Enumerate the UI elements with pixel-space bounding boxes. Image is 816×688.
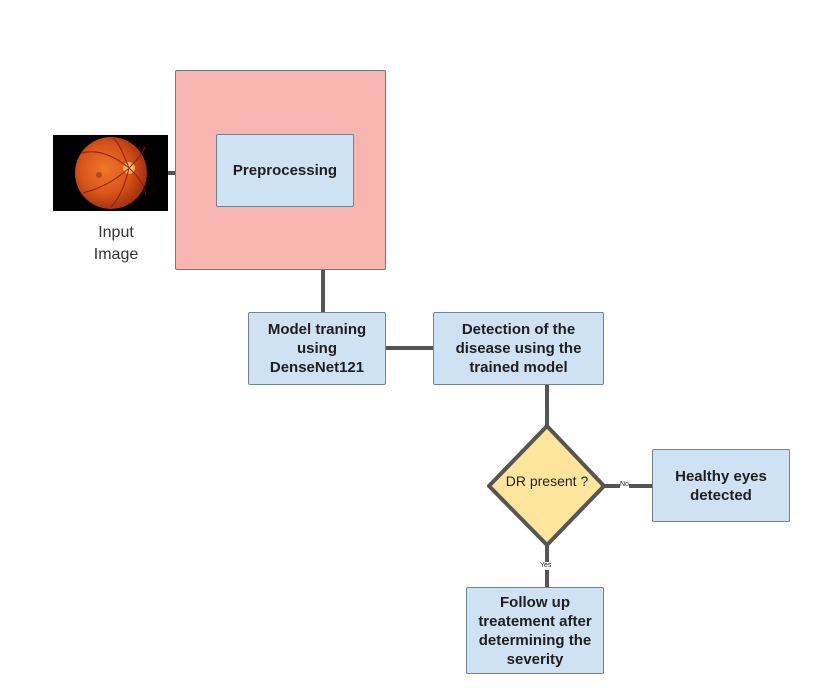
preprocessing-node: Preprocessing: [216, 134, 354, 207]
model-training-node: Model traning using DenseNet121: [248, 312, 386, 385]
decision-label: DR present ?: [505, 473, 589, 489]
decision-diamond: [487, 424, 606, 547]
input-image-caption: Input Image: [93, 224, 139, 263]
edge-label-yes: Yes: [540, 562, 552, 570]
retina-fundus-icon: [75, 137, 147, 209]
healthy-eyes-node: Healthy eyes detected: [652, 449, 790, 522]
follow-up-node: Follow up treatement after determining t…: [466, 587, 604, 674]
detection-node: Detection of the disease using the train…: [433, 312, 604, 385]
retina-image: [53, 135, 168, 211]
edge-label-no: No: [620, 481, 629, 489]
